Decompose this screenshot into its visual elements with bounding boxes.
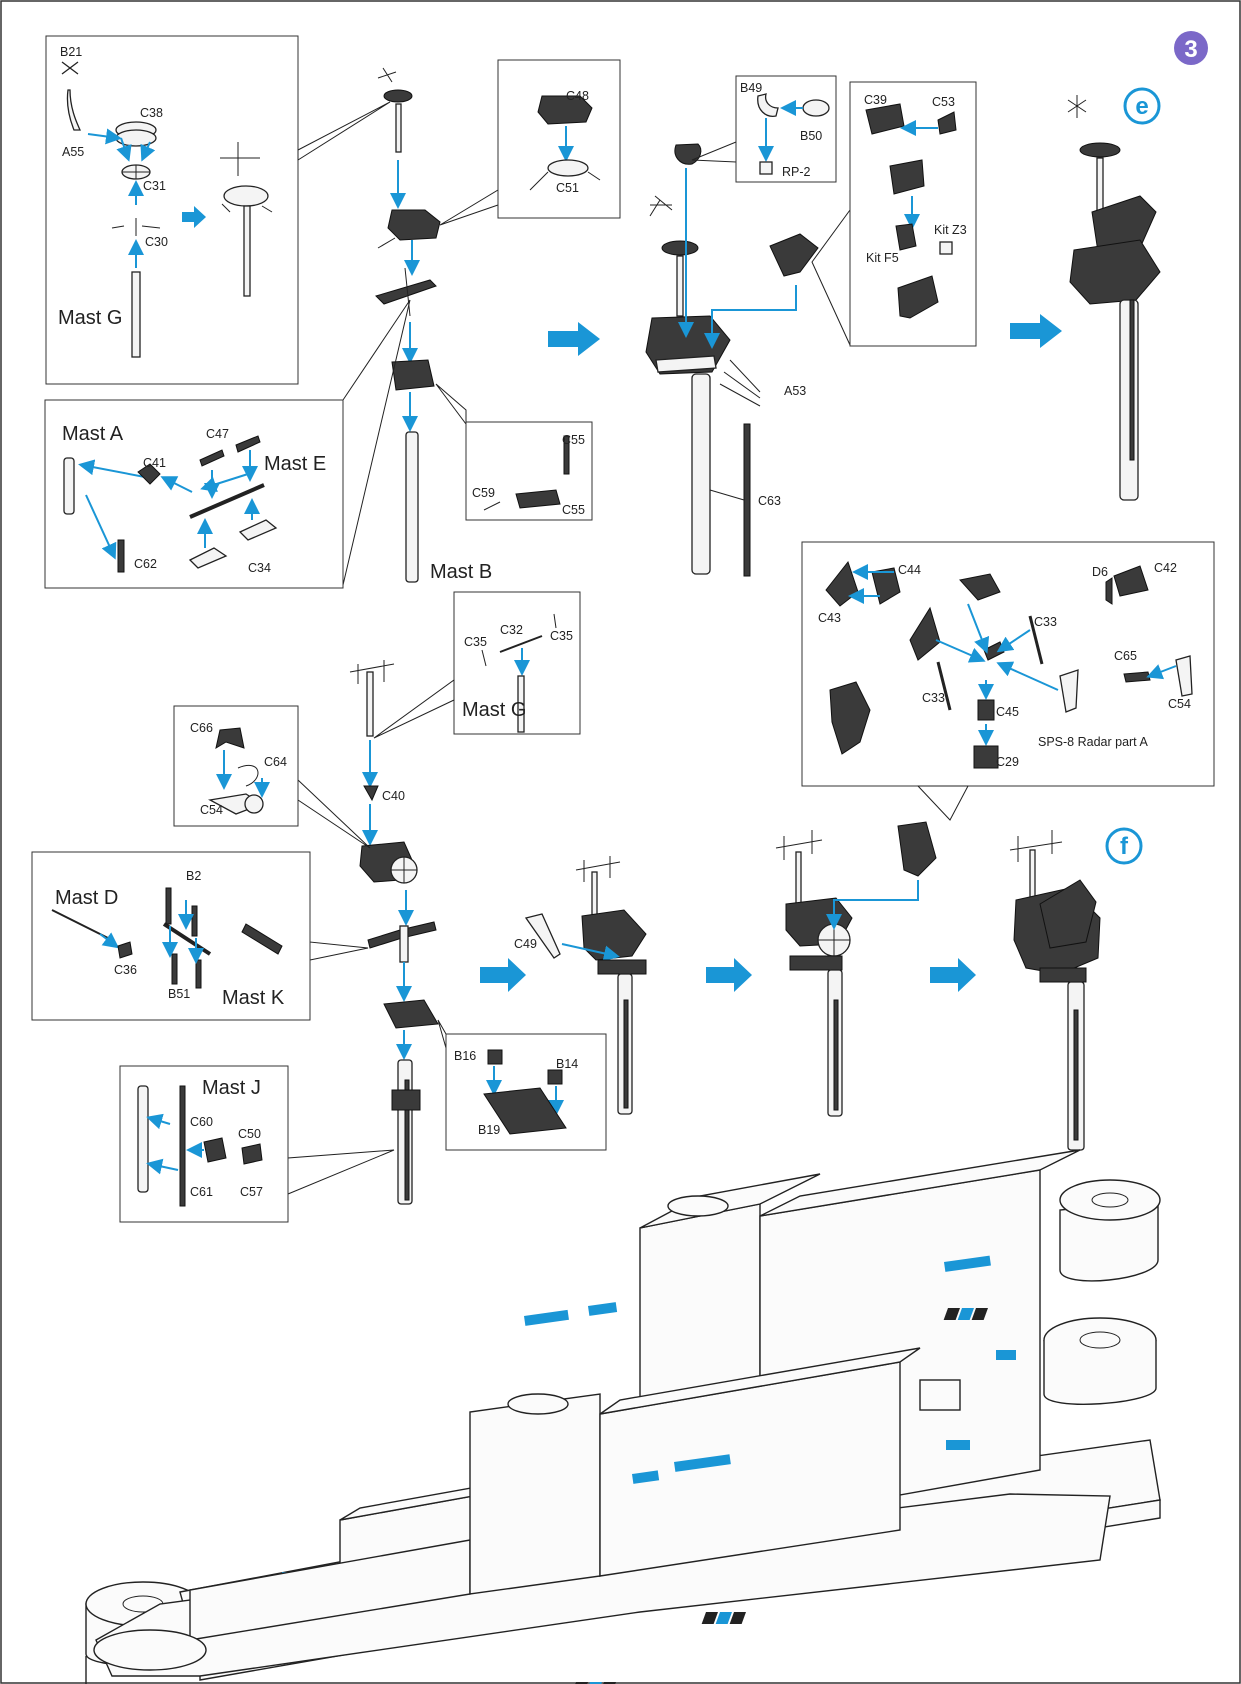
label-C30: C30 — [145, 235, 168, 249]
label-C33-2: C33 — [922, 691, 945, 705]
substep-f: f — [1120, 833, 1129, 860]
detail-box-sps8-radar: C44 C43 D6 C42 C33 C65 C54 C33 C45 SPS-8… — [801, 541, 1215, 821]
label-mast-j: Mast J — [202, 1077, 261, 1099]
label-mast-k: Mast K — [222, 987, 285, 1009]
mast-progress-f-left: C40 — [349, 660, 439, 1205]
label-C38: C38 — [140, 106, 163, 120]
completed-mast-f: f — [1009, 827, 1143, 1151]
label-C33-1: C33 — [1034, 615, 1057, 629]
label-A53: A53 — [784, 384, 806, 398]
label-C35-right: C35 — [550, 629, 573, 643]
label-A55: A55 — [62, 145, 84, 159]
label-mast-e: Mast E — [264, 453, 326, 475]
label-C57: C57 — [240, 1185, 263, 1199]
label-C62: C62 — [134, 557, 157, 571]
label-D6: D6 — [1092, 565, 1108, 579]
label-mast-g: Mast G — [58, 307, 122, 329]
label-C64: C64 — [264, 755, 287, 769]
detail-box-b16-b19: B16 B14 B19 — [437, 1019, 607, 1151]
step-arrow-1 — [548, 322, 600, 356]
label-B19: B19 — [478, 1123, 500, 1137]
step-arrow-3 — [480, 958, 526, 992]
detail-box-mast-a-e: Mast A C47 C41 Mast E C62 C34 — [44, 299, 411, 589]
label-B21: B21 — [60, 45, 82, 59]
step-arrow-4 — [706, 958, 752, 992]
detail-box-c55-c59: C55 C59 C55 — [435, 383, 593, 521]
label-C65: C65 — [1114, 649, 1137, 663]
label-B50: B50 — [800, 129, 822, 143]
step-number: 3 — [1184, 36, 1197, 63]
label-C36: C36 — [114, 963, 137, 977]
label-mast-d: Mast D — [55, 887, 118, 909]
label-B51: B51 — [168, 987, 190, 1001]
label-C32: C32 — [500, 623, 523, 637]
label-C54-1: C54 — [1168, 697, 1191, 711]
detail-box-c39-c53: C39 C53 Kit Z3 Kit F5 — [811, 81, 977, 347]
detail-box-mast-d-k: Mast D B2 C36 B51 Mast K — [31, 851, 369, 1021]
label-C49: C49 — [514, 937, 537, 951]
label-kit-f5: Kit F5 — [866, 251, 899, 265]
label-kit-z3: Kit Z3 — [934, 223, 967, 237]
hull-lower — [93, 1317, 1157, 1677]
label-mast-g-2: Mast G — [462, 699, 526, 721]
label-C47: C47 — [206, 427, 229, 441]
label-C55-top: C55 — [562, 433, 585, 447]
label-C60: C60 — [190, 1115, 213, 1129]
label-C35-left: C35 — [464, 635, 487, 649]
label-C29: C29 — [996, 755, 1019, 769]
label-mast-b: Mast B — [430, 561, 492, 583]
detail-box-mast-j: Mast J C60 C50 C61 C57 — [119, 1065, 395, 1223]
label-C53: C53 — [932, 95, 955, 109]
mast-progress-f-2 — [775, 821, 937, 1117]
label-C48: C48 — [566, 89, 589, 103]
label-C51: C51 — [556, 181, 579, 195]
label-C63: C63 — [758, 494, 781, 508]
label-RP2: RP-2 — [782, 165, 811, 179]
label-B14: B14 — [556, 1057, 578, 1071]
label-B49: B49 — [740, 81, 762, 95]
label-B16: B16 — [454, 1049, 476, 1063]
label-C40: C40 — [382, 789, 405, 803]
detail-box-c66-c64: C66 C64 C54 — [173, 705, 371, 849]
label-C44: C44 — [898, 563, 921, 577]
label-C54-2: C54 — [200, 803, 223, 817]
label-C42: C42 — [1154, 561, 1177, 575]
label-C45: C45 — [996, 705, 1019, 719]
substep-e: e — [1135, 93, 1148, 120]
mast-progress-f-1: C49 — [514, 856, 647, 1115]
label-C41: C41 — [143, 456, 166, 470]
detail-box-c35-c32: C35 C32 C35 Mast G — [373, 591, 581, 739]
label-B2: B2 — [186, 869, 201, 883]
detail-box-b49-b50: B49 B50 RP-2 — [691, 75, 837, 183]
detail-box-c48-c51: C48 C51 — [439, 59, 621, 226]
label-C55-bottom: C55 — [562, 503, 585, 517]
label-C59: C59 — [472, 486, 495, 500]
label-sps8: SPS-8 Radar part A — [1038, 735, 1148, 749]
mast-b-assembly: Mast B — [297, 67, 492, 583]
label-mast-a: Mast A — [62, 423, 124, 445]
step-arrow-2 — [1010, 314, 1062, 348]
label-C43: C43 — [818, 611, 841, 625]
step-arrow-5 — [930, 958, 976, 992]
detail-box-mast-g: B21 A55 C38 C31 C30 Mast G — [45, 35, 299, 385]
label-C34: C34 — [248, 561, 271, 575]
label-C66: C66 — [190, 721, 213, 735]
label-C61: C61 — [190, 1185, 213, 1199]
mast-progress-e: A53 C63 — [645, 143, 819, 577]
step-badge: 3 — [1174, 31, 1208, 65]
label-C31: C31 — [143, 179, 166, 193]
label-C39: C39 — [864, 93, 887, 107]
label-C50: C50 — [238, 1127, 261, 1141]
completed-mast-e: e — [1067, 87, 1161, 501]
